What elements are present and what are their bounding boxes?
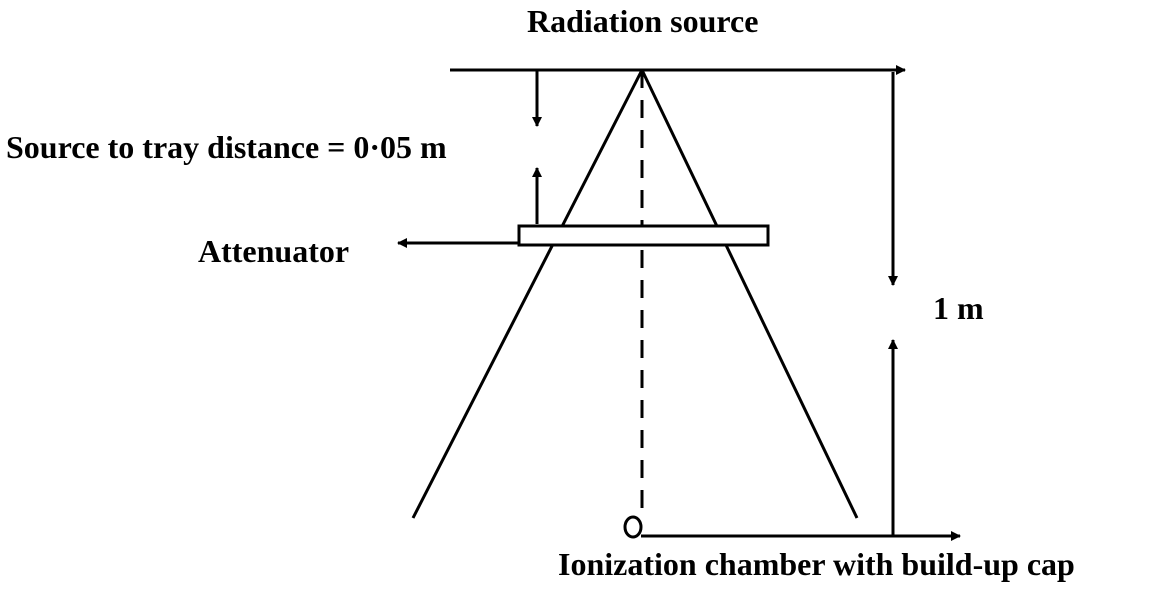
distance-label: 1 m	[933, 290, 984, 326]
source-to-tray-distance-label: Source to tray distance = 0·05 m	[6, 129, 447, 165]
attenuator-label: Attenuator	[198, 233, 350, 269]
radiation-source-label: Radiation source	[527, 3, 759, 39]
ionization-chamber-label: Ionization chamber with build-up cap	[558, 546, 1075, 582]
beam-edge-left	[411, 69, 644, 519]
attenuator-tray	[517, 224, 770, 247]
ionization-chamber-icon	[623, 515, 643, 539]
beam-edge-right	[640, 69, 859, 519]
